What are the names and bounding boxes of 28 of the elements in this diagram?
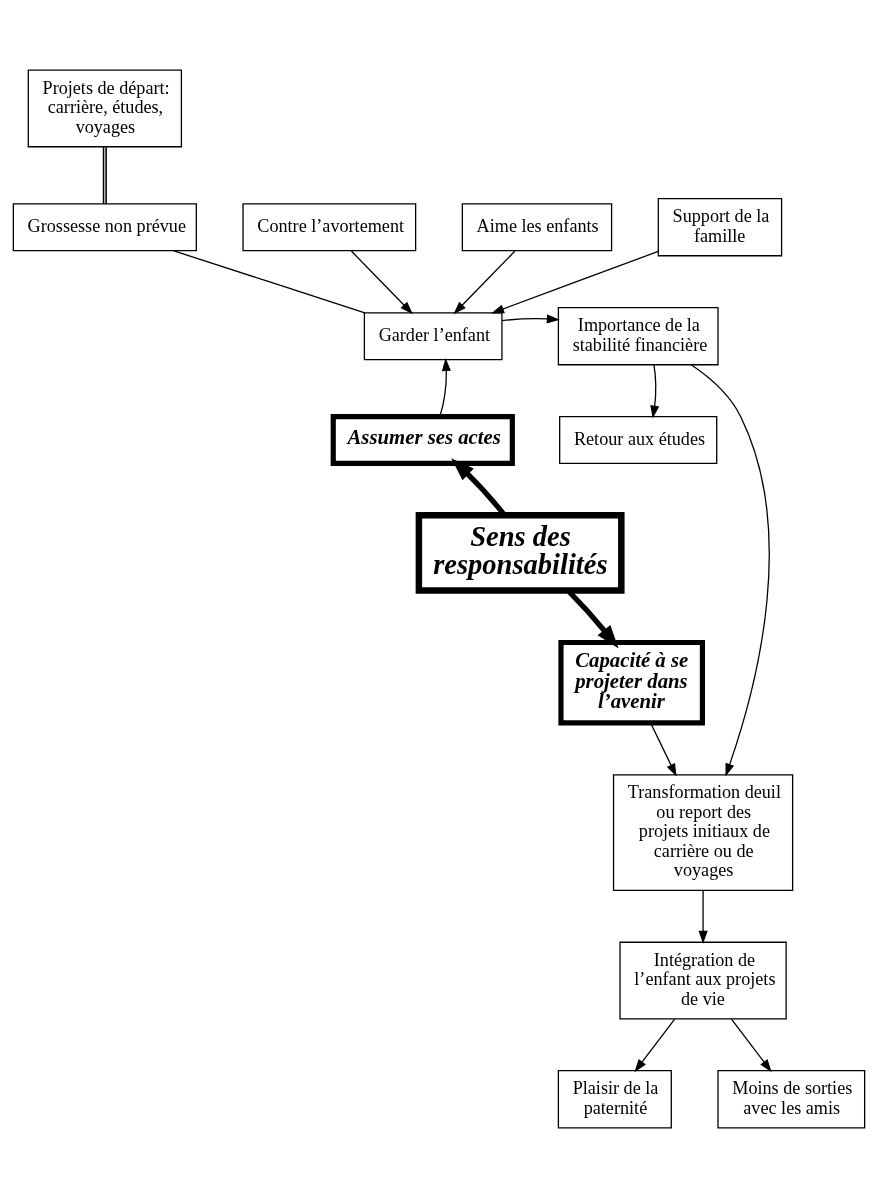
arrow [491, 250, 659, 314]
arrow [650, 722, 677, 777]
node-box: Support de la famille [657, 198, 783, 257]
node-box: Transformation deuil ou report des projets initiaux de carrière ou de voyages [612, 774, 794, 891]
arrow [690, 364, 770, 777]
node-box: Aime les enfants [461, 203, 613, 252]
arrow [634, 1018, 676, 1073]
node-box: Moins de sorties avec les amis [717, 1070, 866, 1129]
connector [102, 146, 107, 205]
connector [172, 250, 366, 314]
arrow [698, 889, 708, 944]
node-box: Contre l’avortement [242, 203, 417, 252]
node-box: Retour aux études [559, 416, 718, 465]
node-box: Projets de départ: carrière, études, voyages [27, 69, 183, 148]
arrow [730, 1018, 772, 1073]
arrow [501, 314, 560, 324]
node-box: Garder l’enfant [363, 312, 503, 361]
arrow [439, 358, 451, 417]
node-box: Capacité à se projeter dans l’avenir [558, 639, 706, 726]
node-box: Plaisir de la paternité [557, 1070, 672, 1129]
arrow [453, 250, 516, 315]
arrow [650, 364, 660, 419]
node-box: Grossesse non prévue [12, 203, 197, 252]
node-box: Intégration de l’enfant aux projets de vie [619, 941, 787, 1020]
node-box: Importance de la stabilité financière [557, 307, 719, 366]
node-box: Assumer ses actes [330, 414, 515, 466]
node-box: Sens des responsabilités [415, 512, 625, 594]
arrow [350, 250, 413, 315]
